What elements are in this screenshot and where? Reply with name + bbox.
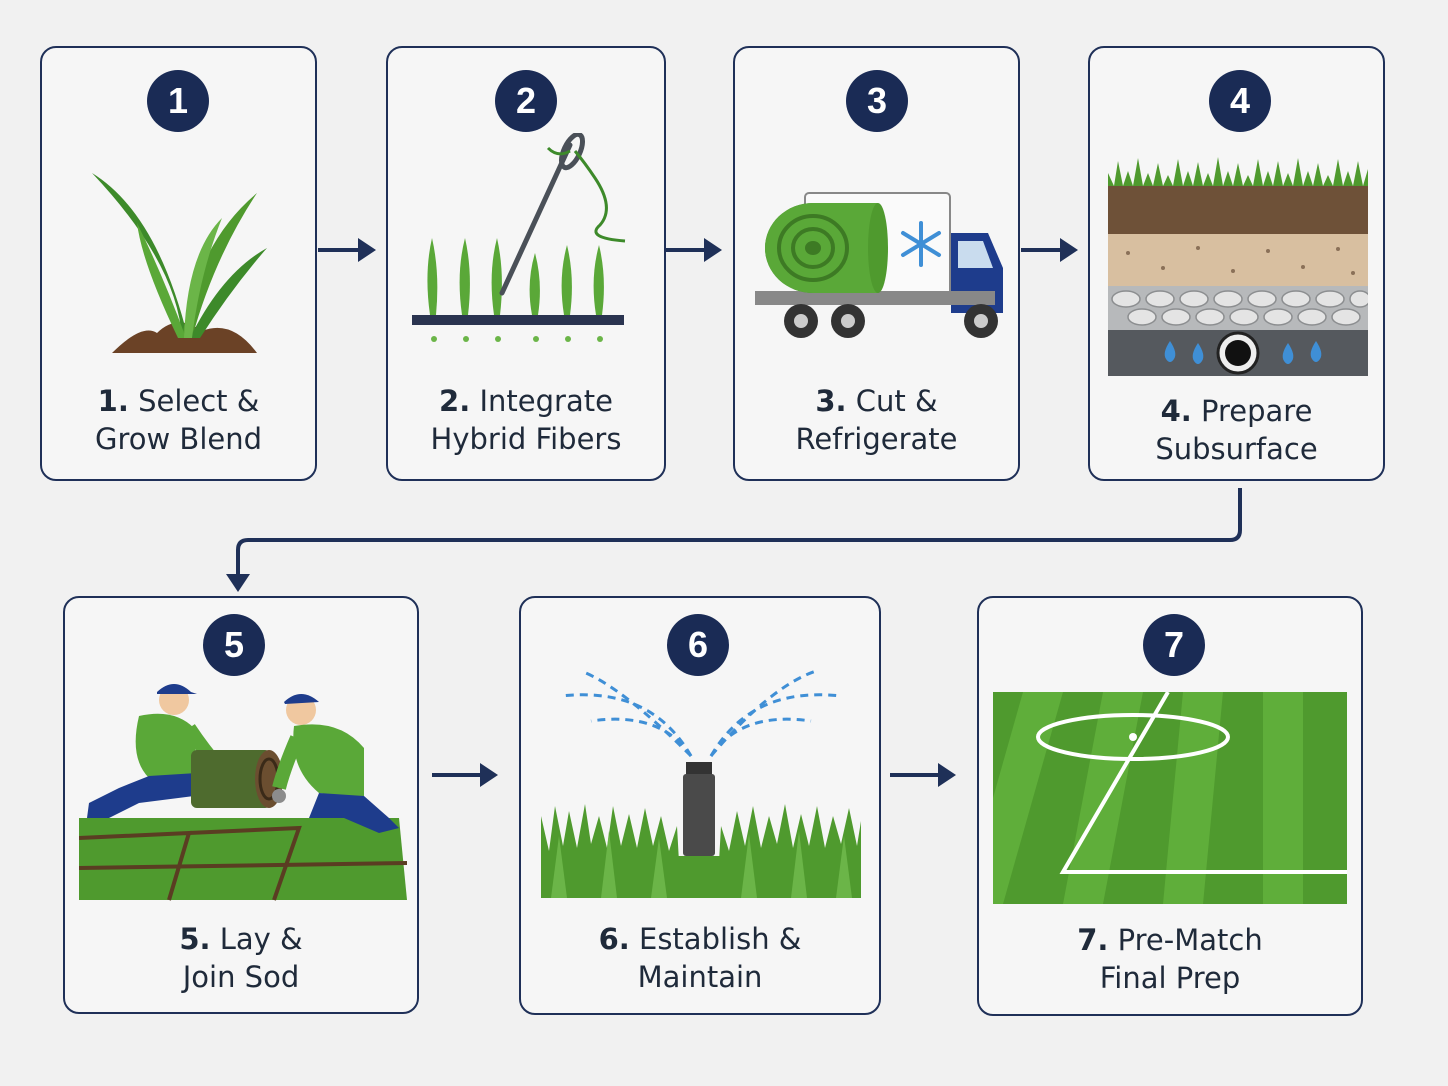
arrow-3-to-4	[1021, 238, 1078, 262]
step-card-3: 3 3. Cut & Refrigerate	[733, 46, 1020, 481]
sprinkler-icon	[541, 669, 861, 898]
step-title-line1: Cut &	[855, 384, 938, 418]
step-title-line1: Lay &	[219, 922, 303, 956]
soil-layers-icon	[1108, 157, 1368, 376]
arrow-5-to-6	[432, 763, 498, 787]
arrow-2-to-3	[666, 238, 722, 262]
step-card-5: 5 5. Lay & Join Sod	[63, 596, 419, 1014]
grass-sprout-icon	[92, 173, 267, 353]
step-title-line2: Refrigerate	[795, 422, 958, 456]
step-card-7: 7 7. Pre-Match Final Prep	[977, 596, 1363, 1016]
step-badge: 7	[1143, 614, 1205, 676]
step-card-1: 1 1. Select & Grow Blend	[40, 46, 317, 481]
step-title-line2: Hybrid Fibers	[430, 422, 622, 456]
arrow-1-to-2	[318, 238, 376, 262]
step-card-6: 6 6. Establish & Maintain	[519, 596, 881, 1015]
step-label: 4. Prepare Subsurface	[1090, 392, 1383, 468]
step-number: 7.	[1077, 923, 1109, 957]
step-title-line2: Subsurface	[1155, 432, 1318, 466]
step-number: 1.	[97, 384, 129, 418]
step-title-line1: Establish &	[639, 922, 802, 956]
step-badge: 4	[1209, 70, 1271, 132]
step-title-line2: Final Prep	[1099, 961, 1241, 995]
step-number: 4.	[1160, 394, 1192, 428]
step-card-4: 4 4. Prepare Subsurfac	[1088, 46, 1385, 481]
step-badge: 1	[147, 70, 209, 132]
worker-right	[272, 694, 399, 833]
needle-fibers-icon	[412, 133, 626, 342]
workers-laying-sod-icon	[79, 684, 407, 901]
step-title-line1: Integrate	[479, 384, 613, 418]
step-label: 3. Cut & Refrigerate	[735, 382, 1018, 458]
arrow-6-to-7	[890, 763, 956, 787]
step-badge: 2	[495, 70, 557, 132]
step-label: 6. Establish & Maintain	[521, 920, 879, 996]
step-number: 5.	[179, 922, 211, 956]
step-title-line2: Join Sod	[182, 960, 300, 994]
arrow-4-to-5	[226, 488, 1242, 592]
step-badge: 5	[203, 614, 265, 676]
snowflake-icon	[901, 221, 941, 267]
step-title-line1: Pre-Match	[1117, 923, 1263, 957]
step-number: 3.	[815, 384, 847, 418]
football-pitch-icon	[993, 692, 1347, 904]
step-number: 6.	[598, 922, 630, 956]
step-label: 1. Select & Grow Blend	[42, 382, 315, 458]
step-label: 5. Lay & Join Sod	[65, 920, 417, 996]
step-badge: 6	[667, 614, 729, 676]
step-label: 2. Integrate Hybrid Fibers	[388, 382, 664, 458]
step-label: 7. Pre-Match Final Prep	[979, 921, 1361, 997]
step-card-2: 2 2. Integrate Hybrid Fibers	[386, 46, 666, 481]
step-number: 2.	[439, 384, 471, 418]
step-title-line1: Select &	[138, 384, 260, 418]
step-title-line2: Maintain	[637, 960, 763, 994]
refrigerated-truck-icon	[755, 192, 1003, 338]
step-title-line2: Grow Blend	[94, 422, 263, 456]
sod-roll	[191, 750, 283, 808]
step-title-line1: Prepare	[1201, 394, 1313, 428]
step-badge: 3	[846, 70, 908, 132]
